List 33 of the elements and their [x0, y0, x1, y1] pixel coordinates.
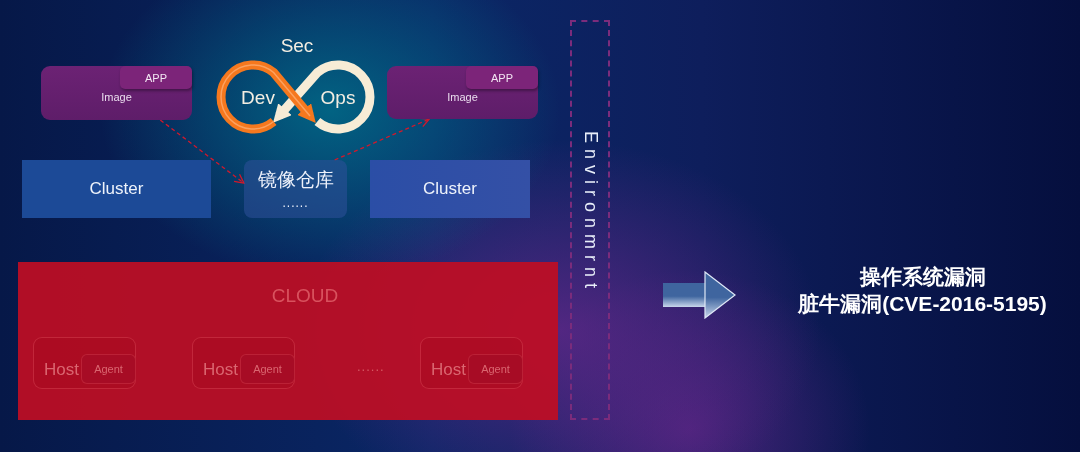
cluster-box: Cluster [22, 160, 211, 218]
block-label: Image [447, 90, 478, 103]
block-label: Image [101, 91, 132, 103]
ellipsis-text: ...... [282, 196, 309, 210]
host-label: Host [203, 360, 238, 380]
dashed-arrow [159, 119, 245, 184]
host-label: Host [44, 360, 79, 380]
agent-tag: Agent [81, 354, 136, 384]
agent-tag: Agent [468, 354, 523, 384]
host-box [33, 337, 136, 389]
host-label: Host [431, 360, 466, 380]
panel-title: CLOUD [271, 285, 339, 307]
loop-label: Ops [320, 87, 356, 109]
ellipsis-text: ...... [357, 359, 385, 374]
image-block [387, 66, 538, 119]
environment-frame [570, 20, 610, 420]
agent-tag: Agent [240, 354, 295, 384]
host-box [192, 337, 295, 389]
registry-box [244, 160, 347, 218]
loop-label: Dev [241, 87, 275, 109]
loop-label: Sec [280, 35, 314, 57]
note-heading: 操作系统漏洞 [859, 264, 986, 290]
cloud-panel [18, 262, 558, 420]
note-heading: 脏牛漏洞(CVE-2016-5195) [798, 291, 1047, 317]
vertical-label: Environmrnt [579, 131, 601, 295]
image-block [41, 66, 192, 120]
registry-label: 镜像仓库 [257, 168, 334, 192]
dashed-arrow [334, 117, 430, 161]
cluster-box: Cluster [370, 160, 530, 218]
app-tag: APP [466, 66, 538, 89]
host-box [420, 337, 523, 389]
block-arrow [663, 271, 736, 319]
app-tag: APP [120, 66, 192, 89]
